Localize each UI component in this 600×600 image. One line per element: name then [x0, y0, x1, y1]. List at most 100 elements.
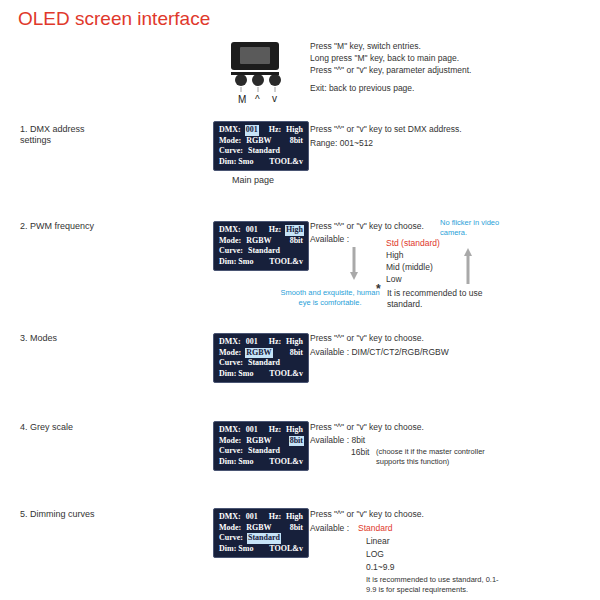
screen-line: DMX:001Hz:High: [218, 337, 304, 348]
screen-field: Dim: Smo: [218, 369, 254, 380]
screen-text: 001: [245, 225, 259, 236]
device-screen: [240, 47, 270, 64]
screen-text: High: [285, 425, 304, 436]
instruction-text: Long press "M" key, back to main page.: [310, 53, 459, 64]
option-item: LOG: [366, 549, 384, 560]
screen-text: Curve:: [218, 358, 244, 369]
screen-field: TOOL&v: [268, 457, 304, 468]
screen-text: TOOL&v: [268, 369, 304, 380]
screen-text: High: [285, 512, 304, 523]
screen-text: High: [285, 125, 304, 136]
oled-screen: DMX:001Hz:HighMode:RGBW8bitCurve:Standar…: [213, 508, 309, 558]
screen-field: TOOL&v: [268, 157, 304, 168]
screen-text: Dim: Smo: [218, 369, 254, 380]
section-heading: 5. Dimming curves: [20, 509, 95, 520]
screen-text: Mode:: [218, 136, 242, 147]
screen-field: 8bit: [289, 348, 304, 359]
section-heading: 1. DMX address settings: [20, 124, 105, 146]
screen-text: RGBW: [245, 523, 272, 534]
instruction-text: Press "^" or "v" key, parameter adjustme…: [310, 65, 471, 76]
screen-field: Hz:High: [268, 125, 304, 136]
screen-text: RGBW: [245, 136, 272, 147]
screen-text: Curve:: [218, 446, 244, 457]
option-item: High: [386, 250, 403, 261]
screen-field: Mode:RGBW: [218, 136, 273, 147]
screen-field: DMX:001: [218, 425, 259, 436]
screen-field: Dim: Smo: [218, 457, 254, 468]
oled-screen: DMX:001Hz:HighMode:RGBW8bitCurve:Standar…: [213, 333, 309, 383]
screen-text: 001: [245, 337, 259, 348]
screen-field: 8bit: [289, 436, 304, 447]
screen-line: DMX:001 Hz:High: [218, 225, 304, 236]
note-text: No flicker in video camera.: [440, 218, 502, 237]
screen-line: Curve:Standard: [218, 446, 304, 457]
controller-device: [231, 42, 281, 92]
screen-field: Dim: Smo: [218, 257, 254, 268]
screen-field: Dim: Smo: [218, 544, 254, 555]
screen-field: 8bit: [289, 136, 304, 147]
caption-text: Main page: [232, 175, 274, 186]
screen-text: DMX:: [218, 125, 242, 136]
screen-line: DMX:001 Hz:High: [218, 125, 304, 136]
screen-field: Hz:High: [268, 225, 304, 236]
screen-field: 8bit: [289, 523, 304, 534]
screen-field: DMX:001: [218, 125, 259, 136]
screen-text: Hz:: [268, 512, 282, 523]
option-label: Available : DIM/CT/CT2/RGB/RGBW: [310, 347, 449, 358]
screen-field: Curve:Standard: [218, 146, 281, 157]
oled-screen: DMX:001Hz:HighMode:RGBW8bitCurve:Standar…: [213, 121, 309, 171]
screen-line: Curve:Standard: [218, 358, 304, 369]
screen-text: RGBW: [245, 236, 272, 247]
option-item: 0.1~9.9: [366, 562, 395, 573]
up-arrow: [467, 252, 470, 284]
selected-value: 8bit: [289, 436, 304, 447]
screen-line: Mode:RGBW 8bit: [218, 436, 304, 447]
screen-field: TOOL&v: [268, 369, 304, 380]
screen-line: Dim: Smo TOOL&v: [218, 257, 304, 268]
screen-field: Hz:High: [268, 512, 304, 523]
button-label: v: [272, 93, 277, 104]
down-button: [269, 74, 281, 86]
screen-text: Mode:: [218, 348, 242, 359]
screen-line: Mode:RGBW8bit: [218, 348, 304, 359]
option-label: Available :: [310, 523, 349, 534]
screen-line: Dim: Smo TOOL&v: [218, 457, 304, 468]
screen-text: TOOL&v: [268, 544, 304, 555]
screen-text: 8bit: [289, 348, 304, 359]
screen-line: Curve:Standard: [218, 533, 304, 544]
section-heading: 3. Modes: [20, 333, 57, 344]
screen-text: Standard: [247, 146, 281, 157]
option-item: 16bit: [351, 447, 369, 458]
screen-line: Dim: Smo TOOL&v: [218, 369, 304, 380]
leader-line: [241, 87, 242, 92]
screen-field: DMX:001: [218, 225, 259, 236]
screen-field: Curve:Standard: [218, 246, 281, 257]
screen-field: Hz:High: [268, 337, 304, 348]
screen-text: Mode:: [218, 523, 242, 534]
screen-text: Curve:: [218, 533, 244, 544]
screen-text: Standard: [247, 358, 281, 369]
screen-text: 001: [245, 425, 259, 436]
leader-line: [258, 87, 259, 92]
screen-text: Standard: [247, 246, 281, 257]
screen-field: Curve:Standard: [218, 446, 281, 457]
screen-text: Mode:: [218, 436, 242, 447]
recommend-note: It is recommended to use standard, 0.1-9…: [366, 575, 506, 594]
screen-text: DMX:: [218, 225, 242, 236]
instruction-text: Press "M" key, switch entries.: [310, 41, 421, 52]
instruction-text: Press "^" or "v" key to choose.: [310, 509, 424, 520]
screen-text: Hz:: [268, 125, 282, 136]
screen-field: 8bit: [289, 236, 304, 247]
screen-line: Mode:RGBW 8bit: [218, 236, 304, 247]
note-text: (choose it if the master controller supp…: [376, 447, 511, 466]
screen-text: Curve:: [218, 246, 244, 257]
screen-text: Hz:: [268, 337, 282, 348]
screen-text: DMX:: [218, 512, 242, 523]
screen-field: Mode:RGBW: [218, 236, 273, 247]
screen-field: Hz:High: [268, 425, 304, 436]
screen-line: Curve:Standard: [218, 246, 304, 257]
screen-field: Mode:RGBW: [218, 436, 273, 447]
instruction-text: Press "^" or "v" key to set DMX address.: [310, 124, 462, 135]
screen-field: TOOL&v: [268, 257, 304, 268]
option-item: Mid (middle): [386, 262, 433, 273]
